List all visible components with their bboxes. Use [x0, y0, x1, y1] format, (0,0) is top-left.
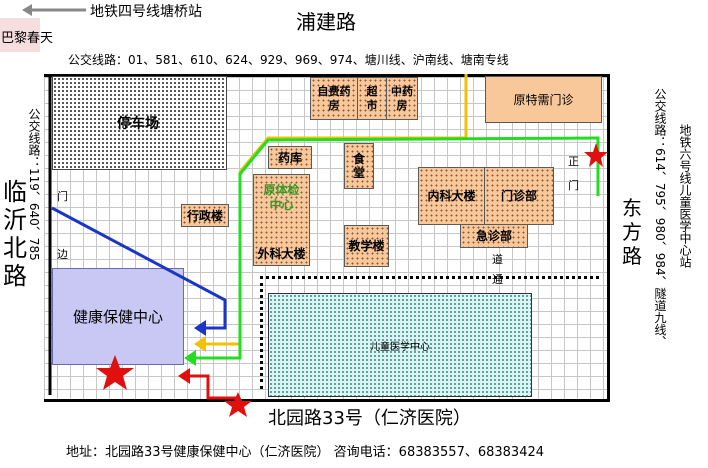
- teaching-building: 教学楼: [344, 225, 389, 267]
- shop-marker: [0, 18, 40, 52]
- internal-label: 内科大楼: [427, 189, 476, 203]
- bus-lines-east: 公交线路：614、795、980、984、隧道九线、: [653, 88, 667, 348]
- emergency-building: 急诊部: [460, 224, 528, 248]
- road-west-char: 临: [3, 178, 27, 206]
- surgery-building: 原体检 中心 外科大楼: [253, 174, 310, 266]
- tcm-pharmacy-line: 房: [396, 98, 408, 112]
- passage-char: 通: [492, 273, 503, 286]
- children-center-label: 儿童医学中心: [370, 341, 430, 353]
- outpatient-building: 门诊部: [484, 167, 554, 225]
- star-icon-main-gate: [584, 143, 608, 167]
- east-gate-char: 门: [568, 179, 579, 192]
- road-east-char: 方: [622, 220, 642, 244]
- yellow-arrow-icon: [194, 336, 206, 352]
- road-west-label: 临 沂 北 路: [2, 178, 28, 290]
- canteen-line: 堂: [352, 166, 365, 180]
- east-gate-char: 正: [568, 155, 579, 168]
- self-pharmacy: 自费药 房: [310, 77, 358, 120]
- supermarket-line: 超: [366, 84, 378, 98]
- footer-address: 地址：北园路33号健康保健中心（仁济医院） 咨询电话：68383557、6838…: [66, 445, 545, 460]
- road-south-label: 北园路33号（仁济医院）: [268, 408, 471, 429]
- pharmacy-store-label: 药库: [277, 150, 302, 165]
- pharmacy-store: 药库: [268, 146, 312, 169]
- special-clinic: 原特需门诊: [485, 76, 602, 123]
- blue-arrow-icon: [194, 320, 206, 336]
- tcm-pharmacy-line: 中药: [391, 84, 413, 98]
- passage-label: 道 通: [492, 250, 503, 290]
- road-west-char: 沂: [3, 206, 27, 234]
- supermarket: 超 市: [357, 77, 387, 120]
- children-center: 儿童医学中心: [268, 293, 532, 397]
- admin-building: 行政楼: [181, 204, 229, 227]
- road-east-char: 东: [622, 196, 642, 220]
- teaching-label: 教学楼: [348, 239, 385, 253]
- east-gate-label: 正 门: [568, 150, 579, 198]
- west-gate-label: 门 边: [57, 168, 68, 284]
- west-gate-char: 边: [57, 248, 68, 261]
- admin-label: 行政楼: [186, 208, 223, 223]
- west-gate-char: 门: [57, 190, 68, 203]
- shop-label: 巴黎春天: [1, 31, 54, 46]
- red-route: [190, 374, 240, 400]
- green-route: [196, 136, 600, 360]
- parking-lot: 停车场: [52, 76, 227, 170]
- emergency-label: 急诊部: [475, 229, 512, 243]
- yellow-route: [205, 74, 468, 346]
- road-west-char: 路: [3, 262, 27, 290]
- metro-east-label: 地铁六号线儿童医学中心站: [678, 124, 692, 268]
- road-west-char: 北: [3, 234, 27, 262]
- outpatient-label: 门诊部: [500, 189, 537, 203]
- canteen: 食 堂: [344, 143, 374, 189]
- self-pharmacy-line: 自费药: [317, 84, 351, 98]
- bus-lines-west: 公交线路：119、640、785: [27, 108, 41, 261]
- checkup-line: 中心: [269, 198, 294, 212]
- children-center-fence: [260, 276, 599, 389]
- road-north-label: 浦建路: [296, 10, 356, 34]
- internal-building: 内科大楼: [418, 167, 485, 225]
- health-center: 健康保健中心: [52, 268, 184, 365]
- road-east-char: 路: [622, 244, 642, 268]
- blue-route: [51, 206, 227, 330]
- metro-station-label: 地铁四号线塘桥站: [90, 4, 202, 20]
- metro-arrow-icon: [22, 2, 88, 21]
- canteen-line: 食: [352, 152, 365, 166]
- special-clinic-label: 原特需门诊: [513, 92, 574, 107]
- passage-char: 道: [492, 253, 503, 266]
- road-east-label: 东 方 路: [620, 196, 644, 268]
- supermarket-line: 市: [366, 98, 378, 112]
- checkup-label: 原体检 中心: [263, 183, 299, 213]
- green-arrow-icon: [184, 350, 196, 366]
- tcm-pharmacy: 中药 房: [386, 77, 418, 120]
- self-pharmacy-line: 房: [328, 98, 340, 112]
- star-icon-health-center: [96, 355, 134, 390]
- surgery-label: 外科大楼: [257, 247, 306, 261]
- star-icon-south-gate: [224, 392, 252, 417]
- red-arrow-icon: [178, 368, 190, 384]
- bus-lines-north: 公交线路：01、581、610、624、929、969、974、塘川线、沪南线、…: [68, 53, 509, 67]
- health-center-label: 健康保健中心: [72, 308, 163, 326]
- checkup-line: 原体检: [263, 183, 300, 197]
- parking-label: 停车场: [117, 116, 159, 132]
